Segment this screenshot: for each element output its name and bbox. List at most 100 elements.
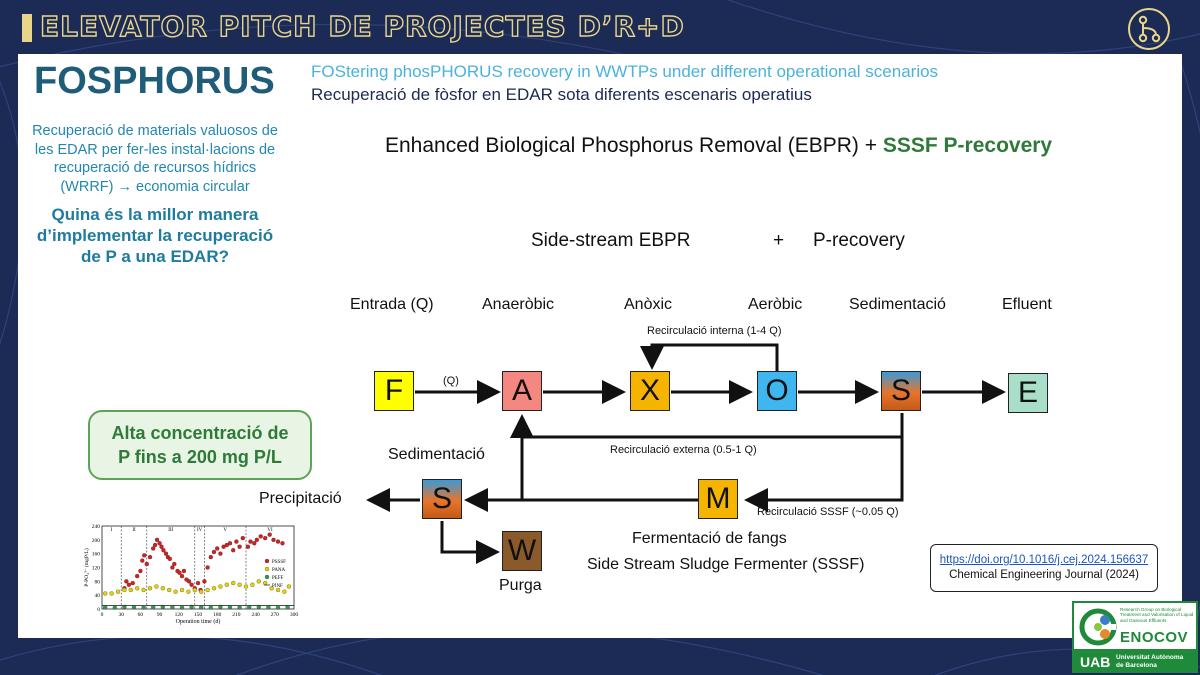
data-point-PSSSF	[275, 539, 281, 544]
x-tick-label: 150	[194, 612, 203, 618]
data-point-PANA	[186, 589, 191, 594]
intro-text: Recuperació de materials valuosos de les…	[32, 123, 278, 195]
box-anoxic: X	[630, 371, 670, 411]
data-point-PSSSF	[126, 582, 132, 587]
box-waste: W	[502, 531, 542, 571]
data-point-PSSSF	[138, 568, 143, 574]
data-point-PSSSF	[163, 551, 169, 556]
data-point-PSSSF	[218, 551, 223, 556]
journal-name: Chemical Engineering Journal (2024)	[949, 569, 1139, 581]
data-point-PSSSF	[195, 580, 201, 586]
data-point-PEFF	[237, 605, 242, 610]
data-point-PANA	[250, 582, 255, 587]
data-point-PANA	[237, 582, 242, 587]
project-title: FOSPHORUS	[34, 60, 275, 102]
data-point-PANA	[173, 589, 178, 594]
callout-line-2: P fins a 200 mg P/L	[118, 447, 282, 467]
data-point-PSSSF	[240, 535, 245, 541]
x-axis-label: Operation time (d)	[176, 618, 221, 625]
genocov-uab-logo: Research Group on Biological Treatment a…	[1072, 601, 1198, 673]
logo-text: Research Group on Biological Treatment a…	[1120, 607, 1194, 623]
data-point-PANA	[122, 587, 127, 593]
legend-marker	[264, 558, 270, 564]
research-question: Quina és la millor manera d’implementar …	[36, 205, 274, 266]
data-point-PSSSF	[211, 549, 217, 555]
data-point-PSSSF	[186, 579, 192, 584]
data-point-PSSSF	[280, 541, 285, 546]
data-point-PSSSF	[245, 544, 251, 549]
data-point-PANA	[256, 579, 261, 584]
data-point-PSSSF	[237, 544, 242, 549]
data-point-PSSSF	[248, 539, 253, 544]
data-point-PSSSF	[177, 570, 182, 575]
legend-label: PANA	[272, 568, 286, 573]
phase-label: V	[223, 528, 227, 533]
box-aerobic: O	[757, 371, 797, 411]
internal-recirculation-label: Recirculació interna (1-4 Q)	[647, 325, 782, 337]
sssf-recirculation-label: Recirculació SSSF (~0.05 Q)	[757, 506, 899, 518]
x-tick-label: 180	[213, 612, 222, 618]
y-tick-label: 200	[92, 538, 101, 544]
data-point-PSSSF	[147, 554, 153, 560]
doi-link[interactable]: https://doi.org/10.1016/j.cej.2024.15663…	[939, 554, 1149, 566]
phase-label: IV	[197, 528, 203, 533]
data-point-PANA	[128, 587, 133, 593]
data-point-PEFF	[208, 605, 213, 610]
project-subtitle-catalan: Recuperació de fòsfor en EDAR sota difer…	[311, 85, 812, 104]
data-point-PANA	[167, 587, 172, 593]
data-point-PANA	[141, 587, 146, 593]
y-axis-label: P-PO₄³⁻ (mgP/L)	[84, 548, 90, 587]
data-point-PANA	[211, 586, 217, 591]
fermentacio-label: Fermentació de fangs	[632, 530, 787, 547]
genocov-logo-icon	[1079, 608, 1117, 646]
data-point-PSSSF	[130, 580, 135, 586]
data-point-PSSSF	[179, 573, 185, 579]
data-point-PEFF	[275, 605, 281, 610]
side-stream-label: Side-stream EBPR	[531, 230, 691, 251]
data-point-PANA	[154, 584, 159, 589]
data-point-PSSSF	[157, 541, 162, 546]
heading-highlight: SSSF P-recovery	[882, 134, 1053, 157]
purga-label: Purga	[499, 577, 542, 594]
external-recirculation-label: Recirculació externa (0.5-1 Q)	[610, 444, 757, 456]
y-tick-label: 40	[95, 593, 101, 599]
data-point-PANA	[218, 584, 223, 589]
x-tick-label: 30	[118, 612, 124, 618]
data-point-PSSSF	[227, 541, 233, 546]
project-subtitle-english: FOStering phosPHORUS recovery in WWTPs u…	[311, 62, 939, 81]
x-tick-label: 120	[175, 612, 184, 618]
y-tick-label: 120	[92, 566, 101, 572]
x-tick-label: 270	[271, 612, 280, 618]
x-tick-label: 0	[101, 612, 104, 618]
y-tick-label: 240	[92, 524, 101, 530]
data-point-PSSSF	[231, 548, 236, 553]
data-point-PSSSF	[267, 532, 272, 537]
phase-label: III	[168, 528, 173, 533]
data-point-PSSSF	[140, 558, 145, 563]
data-point-PANA	[109, 591, 114, 596]
callout-line-1: Alta concentració de	[111, 423, 289, 443]
data-point-PANA	[224, 582, 229, 587]
data-point-PEFF	[141, 605, 146, 610]
y-tick-label: 160	[92, 552, 101, 558]
stage-aerobic: Aeròbic	[748, 296, 803, 313]
data-point-PANA	[103, 591, 108, 596]
data-point-PSSSF	[161, 548, 166, 553]
data-point-PSSSF	[234, 539, 239, 544]
phase-label: II	[132, 528, 136, 533]
data-point-PSSSF	[189, 582, 194, 587]
p-recovery-label: P-recovery	[813, 230, 905, 251]
data-point-PSSSF	[154, 537, 160, 542]
network-icon	[1128, 8, 1170, 50]
data-point-PANA	[205, 587, 210, 593]
data-point-PSSSF	[159, 544, 164, 549]
legend-label: PINF	[272, 584, 283, 589]
logo-uab: UAB	[1080, 654, 1111, 670]
legend-label: PSSSF	[272, 560, 286, 565]
header-accent-bar	[22, 14, 32, 42]
data-point-PANA	[115, 589, 121, 594]
data-point-PANA	[282, 589, 287, 594]
x-tick-label: 300	[290, 612, 299, 618]
data-point-PSSSF	[181, 568, 187, 574]
